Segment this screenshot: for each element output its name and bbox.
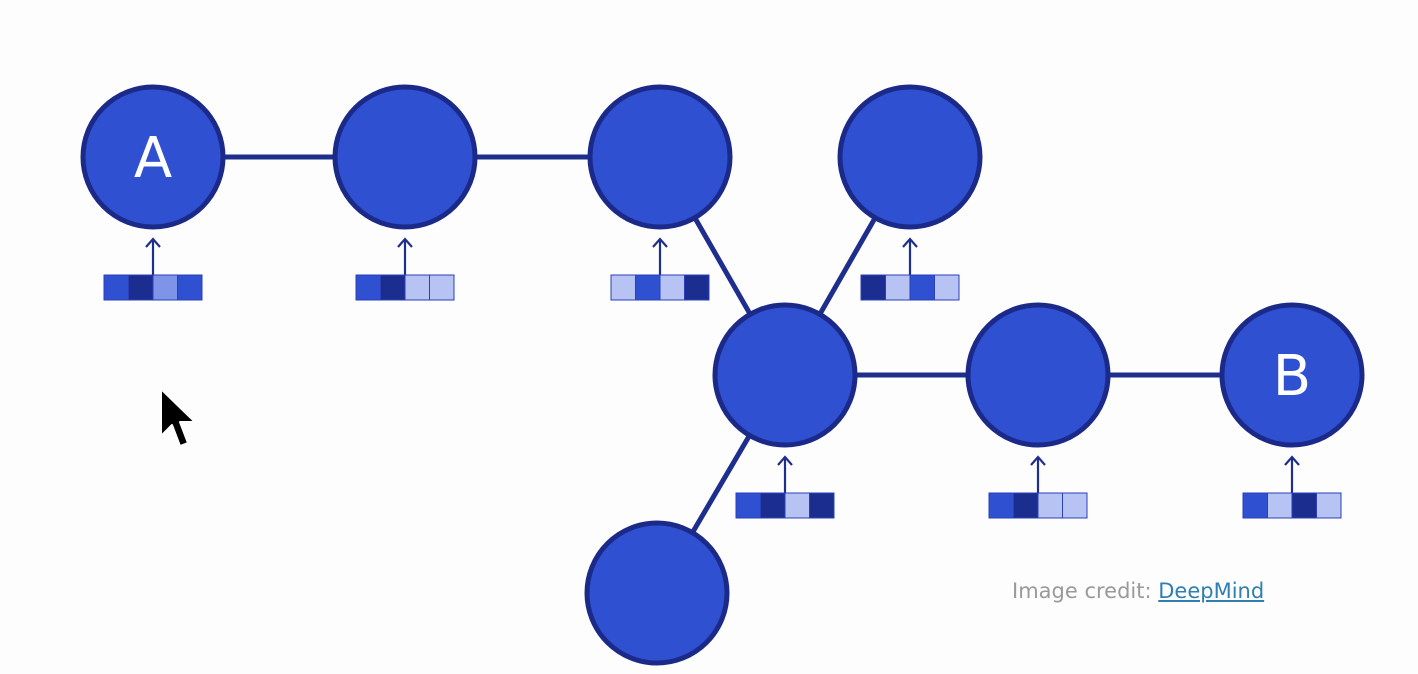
node-n-6: [965, 302, 1111, 448]
embedding-cell: [885, 274, 911, 301]
arrow-head: [397, 237, 413, 248]
node-label: A: [134, 126, 172, 191]
embedding-cell: [760, 492, 786, 519]
node-n-hub: [712, 302, 858, 448]
embedding-cell: [103, 274, 129, 301]
embedding-cell: [1013, 492, 1039, 519]
embedding-n-hub: [735, 455, 835, 519]
embedding-cell: [177, 274, 203, 301]
embedding-cell: [128, 274, 154, 301]
embedding-cell: [1242, 492, 1268, 519]
deepmind-link[interactable]: DeepMind: [1158, 579, 1265, 603]
embedding-n-b: [1242, 455, 1342, 519]
arrow-head: [145, 237, 161, 248]
embedding-cell: [988, 492, 1014, 519]
node-n-bottom: [584, 520, 730, 666]
node-n-a: A: [80, 84, 226, 230]
node-circle: [712, 302, 858, 448]
embedding-cell: [809, 492, 835, 519]
embedding-cell: [380, 274, 406, 301]
node-label: B: [1273, 344, 1311, 409]
embedding-n-6: [988, 455, 1088, 519]
embedding-cell: [934, 274, 960, 301]
embeddings-layer: [103, 237, 1342, 519]
embedding-n-2: [355, 237, 455, 301]
node-circle: [587, 84, 733, 230]
node-circle: [584, 520, 730, 666]
node-circle: [837, 84, 983, 230]
arrow-head: [652, 237, 668, 248]
embedding-n-3: [610, 237, 710, 301]
arrow-head: [777, 455, 793, 466]
embedding-cell: [610, 274, 636, 301]
embedding-cell: [152, 274, 178, 301]
node-n-4: [837, 84, 983, 230]
node-circle: [80, 84, 226, 230]
node-circle: [1219, 302, 1365, 448]
embedding-cell: [1037, 492, 1063, 519]
embedding-cell: [1316, 492, 1342, 519]
embedding-cell: [860, 274, 886, 301]
embedding-cell: [635, 274, 661, 301]
embedding-cell: [429, 274, 455, 301]
arrow-head: [1030, 455, 1046, 466]
embedding-cell: [684, 274, 710, 301]
embedding-cell: [735, 492, 761, 519]
embedding-cell: [355, 274, 381, 301]
embedding-cell: [659, 274, 685, 301]
nodes-layer: AB: [80, 84, 1365, 666]
arrow-head: [1284, 455, 1300, 466]
arrow-cursor-icon: [160, 388, 196, 447]
embedding-cell: [404, 274, 430, 301]
image-credit: Image credit: DeepMind: [1012, 579, 1264, 603]
embedding-n-4: [860, 237, 960, 301]
arrow-head: [902, 237, 918, 248]
node-circle: [332, 84, 478, 230]
node-n-b: B: [1219, 302, 1365, 448]
node-n-3: [587, 84, 733, 230]
embedding-cell: [1267, 492, 1293, 519]
credit-prefix: Image credit:: [1012, 579, 1159, 603]
embedding-cell: [909, 274, 935, 301]
node-n-2: [332, 84, 478, 230]
node-circle: [965, 302, 1111, 448]
embedding-cell: [1291, 492, 1317, 519]
embedding-cell: [1062, 492, 1088, 519]
embedding-cell: [784, 492, 810, 519]
embedding-n-a: [103, 237, 203, 301]
